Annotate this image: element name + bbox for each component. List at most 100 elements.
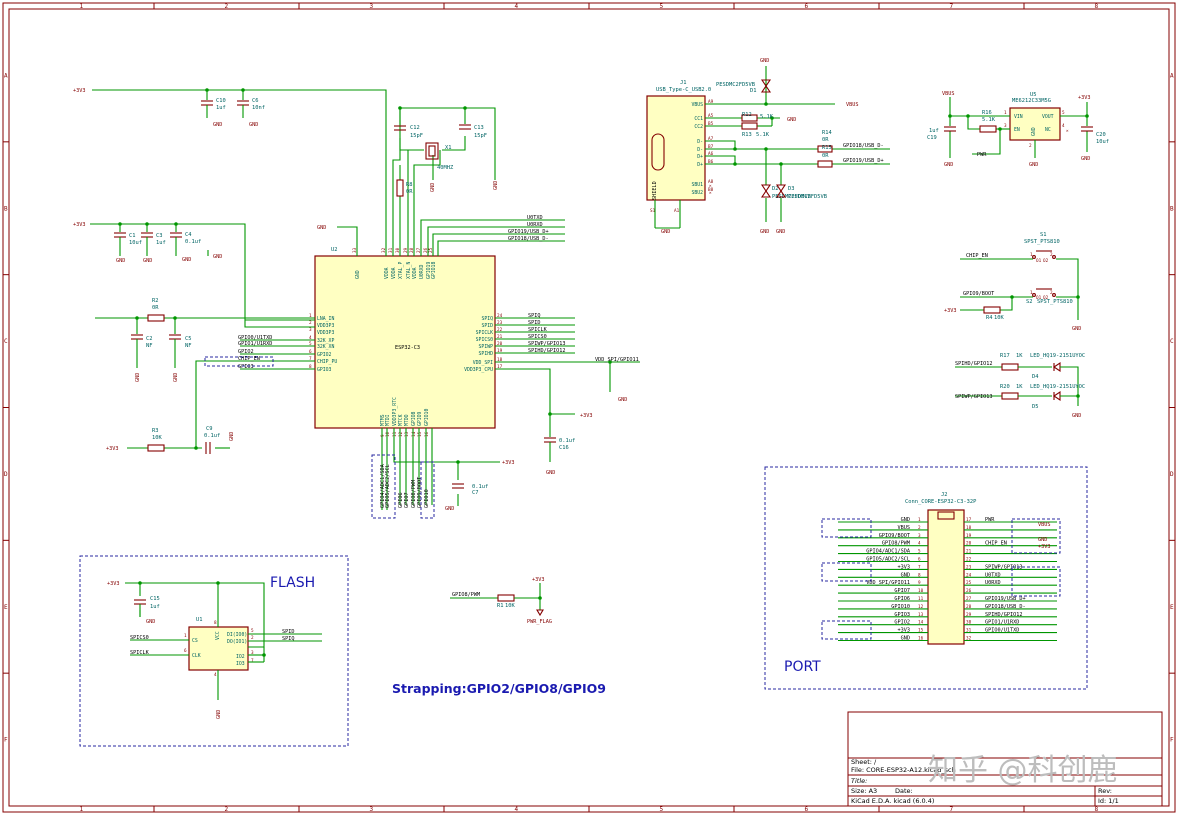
svg-text:+3V3: +3V3	[532, 577, 545, 583]
svg-text:R1: R1	[497, 603, 504, 609]
led-d5[interactable]: SPIWP/GPIO13 R20 1K LED_HQ19-2151UYOC D5	[955, 384, 1085, 410]
resistor-r12[interactable]: R12 5.1K	[741, 112, 774, 122]
port-left-net: GPIO10	[891, 604, 910, 610]
port-right-net: GPIO19/USB_D+	[985, 596, 1026, 602]
svg-text:Id: 1/1: Id: 1/1	[1098, 797, 1119, 805]
svg-text:X1: X1	[445, 145, 452, 151]
svg-text:5.1K: 5.1K	[760, 114, 774, 120]
cap-c7[interactable]: C7 0.1uf GND	[445, 483, 488, 512]
port-right-net: PWR	[985, 517, 995, 523]
cap-c16[interactable]: C16 0.1uf GND	[544, 437, 575, 476]
cap-c19[interactable]: 1uf C19	[927, 126, 956, 141]
resistor-r15[interactable]: R15 0R	[817, 145, 833, 168]
cap-c12[interactable]: C12 15pF	[394, 125, 423, 139]
cap-c9[interactable]: C9 0.1uf GND	[204, 426, 235, 454]
crystal-x1[interactable]: X1 40MHZ GND	[425, 142, 454, 192]
net-label: U0TXD	[527, 215, 543, 221]
resistor-r13[interactable]: R13 5.1K	[741, 122, 770, 138]
svg-text:SHIELD: SHIELD	[652, 181, 658, 200]
port-right-net: SPIHD/GPIO12	[985, 612, 1022, 618]
cap-c5[interactable]: C5 NF GND	[169, 334, 192, 382]
svg-text:1: 1	[1030, 290, 1033, 296]
cap-c1[interactable]: C1 10uf GND	[114, 232, 142, 264]
pin-name: VDDA	[391, 267, 397, 279]
svg-text:GND: GND	[213, 122, 222, 128]
svg-text:1: 1	[184, 633, 187, 639]
pin-name: GPIO9	[417, 411, 423, 426]
svg-text:CS: CS	[192, 638, 198, 644]
cap-c6[interactable]: C6 10nf GND	[237, 98, 265, 128]
port-left-net: GPIO3	[894, 612, 910, 618]
cap-c20[interactable]: C20 10uf	[1081, 126, 1109, 145]
svg-text:O1: O1	[1036, 295, 1042, 301]
svg-text:40MHZ: 40MHZ	[437, 165, 454, 171]
cap-c13[interactable]: C13 15pF	[459, 124, 487, 139]
pin-number: 30	[395, 247, 401, 253]
svg-text:CHIP_EN: CHIP_EN	[966, 253, 988, 259]
resistor-r8[interactable]: R8 0R	[396, 179, 413, 197]
svg-text:R17: R17	[1000, 353, 1010, 359]
pin-name: VDD3P3	[317, 323, 334, 329]
usb-c-connector[interactable]: J1 USB_Type-C_USB2.0 SHIELD VBUSA9CC1A5C…	[646, 80, 714, 235]
svg-text:4: 4	[214, 672, 217, 678]
led-d4[interactable]: SPIHD/GPIO12 R17 1K LED_HQ19-2151UYOC D4	[955, 353, 1085, 406]
svg-text:PESDMC2FD5VB: PESDMC2FD5VB	[716, 82, 755, 88]
frame-row-label: F	[4, 737, 8, 744]
resistor-r14[interactable]: R14 0R	[817, 130, 833, 153]
svg-text:GND: GND	[661, 229, 670, 235]
port-connector-j2[interactable]: J2 Conn_CORE-ESP32-C3-32P 1GND2VBUS3GPIO…	[838, 492, 1057, 645]
svg-text:J2: J2	[941, 492, 948, 498]
pin-number: 27	[416, 247, 422, 253]
pin-number: 23	[966, 564, 972, 570]
switch-s1[interactable]: S1 SPST_PTS810 1 O1 2 O2	[1024, 232, 1060, 264]
svg-text:NF: NF	[185, 343, 192, 349]
svg-text:VOUT: VOUT	[1042, 114, 1054, 120]
net-label: U0RXD	[527, 222, 543, 228]
svg-text:Size: A3: Size: A3	[851, 787, 877, 795]
cap-c2[interactable]: C2 NF GND	[131, 334, 153, 382]
pin-number: 4	[309, 335, 312, 341]
tvs-d3[interactable]: D3 PESDMC2FD5VB	[775, 184, 827, 200]
svg-text:ME6212C33M5G: ME6212C33M5G	[1012, 98, 1051, 104]
frame-col-label: 6	[805, 806, 809, 813]
resistor-r2[interactable]: R2 0R	[147, 298, 165, 322]
cap-c3[interactable]: C3 1uf GND	[141, 232, 166, 264]
svg-text:GND: GND	[760, 229, 769, 235]
svg-text:5: 5	[251, 628, 254, 634]
svg-text:O1: O1	[1036, 258, 1042, 264]
pin-number: 25	[428, 247, 434, 253]
pin-number: 1	[918, 517, 921, 523]
cap-c4[interactable]: C4 0.1uf GND	[170, 232, 201, 263]
mcu-esp32c3[interactable]: U2 ESP32-C3 1LNA_IN2VDD3P33VDD3P3432K_XP…	[309, 247, 503, 437]
pin-number: 7	[309, 356, 312, 362]
flash-chip-u1[interactable]: U1 CS CLK DI(IO0) DO(IO1) IO2 IO3 VCC 1 …	[184, 617, 254, 678]
resistor-r16[interactable]: R16 5.1K	[979, 110, 997, 133]
svg-text:U1: U1	[196, 617, 203, 623]
flash-section: FLASH U1 CS CLK DI(IO0) DO(IO1) IO2 IO3 …	[79, 555, 349, 747]
pin-number: 14	[918, 620, 924, 626]
pin-number: 30	[966, 620, 972, 626]
svg-text:+3V3: +3V3	[944, 308, 957, 314]
tvs-d1[interactable]: D1 PESDMC2FD5VB	[716, 79, 772, 94]
port-left-net: GND	[901, 636, 910, 642]
tvs-d2[interactable]: D2 PESDMC2FD5VB	[760, 184, 811, 200]
pin-number: A5	[708, 113, 714, 119]
svg-text:SPICS0: SPICS0	[130, 635, 149, 641]
svg-text:GND: GND	[1031, 127, 1037, 136]
svg-text:VIN: VIN	[1014, 114, 1023, 120]
pin-number: 2	[309, 320, 312, 326]
usb-wires: GND VBUS GND GND GND GPIO18/USB_D- GPIO1…	[705, 58, 890, 235]
switch-s2[interactable]: 1 O1 2 O2 S2 SPST_PTS810	[1026, 288, 1073, 305]
svg-text:C3: C3	[156, 233, 163, 239]
port-left-net: GPIO2	[894, 620, 910, 626]
pin-number: A6	[708, 151, 714, 157]
svg-text:PWR: PWR	[977, 152, 987, 158]
svg-text:1K: 1K	[1016, 384, 1023, 390]
mcu-net-labels: GPIO0/U1TXDGPIO1/U1RXDGPIO2CHIP_ENGPIO3 …	[204, 215, 639, 519]
pin-number: 21	[966, 549, 972, 555]
resistor-r3[interactable]: R3 10K	[147, 428, 165, 452]
svg-text:1uf: 1uf	[156, 240, 166, 246]
cap-c10[interactable]: C10 1uf GND	[201, 98, 226, 128]
